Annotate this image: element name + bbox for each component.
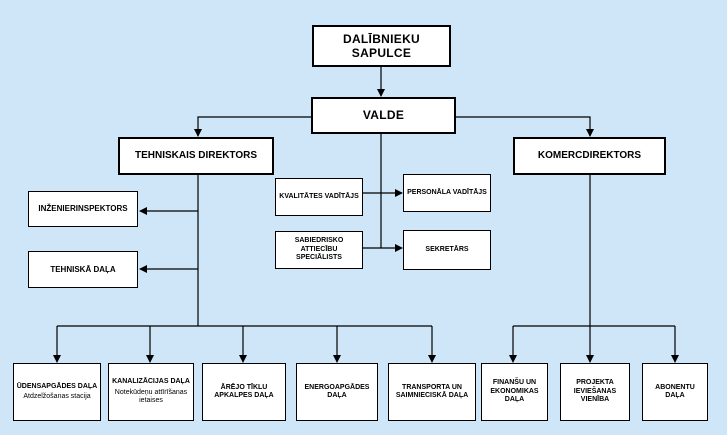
node-transport: TRANSPORTA UN SAIMNIECISKĀ DAĻA [388,363,476,421]
node-commercial-director: KOMERCDIREKTORS [513,137,666,175]
node-technical-dept-label: TEHNISKĀ DAĻA [50,264,116,274]
node-finance-label: FINANŠU UN EKONOMIKAS DAĻA [490,379,539,404]
node-quality: KVALITĀTES VADĪTĀJS [275,178,363,216]
node-external-networks-label: ĀRĒJO TĪKLU APKALPES DAĻA [214,383,274,399]
node-public-relations: SABIEDRISKO ATTIECĪBU SPECIĀLISTS [275,231,363,269]
node-secretary-label: SEKRETĀRS [425,245,469,253]
edge-board-tech-director [194,116,311,137]
node-project-unit: PROJEKTA IEVIEŠANAS VIENĪBA [560,363,630,421]
node-engineer-inspector: INŽENIERINSPEKTORS [28,191,138,227]
node-project-unit-label: PROJEKTA IEVIEŠANAS VIENĪBA [573,379,617,404]
node-board: VALDE [311,97,456,134]
node-transport-label: TRANSPORTA UN SAIMNIECISKĀ DAĻA [395,383,469,399]
node-tech-director-label: TEHNISKAIS DIREKTORS [134,150,258,161]
node-personnel-label: PERSONĀLA VADĪTĀJS [407,188,487,196]
node-water-supply: ŪDENSAPGĀDES DAĻA Atdzelžošanas stacija [13,363,101,421]
node-finance: FINANŠU UN EKONOMIKAS DAĻA [481,363,548,421]
node-tech-director: TEHNISKAIS DIREKTORS [118,137,274,175]
node-technical-dept: TEHNISKĀ DAĻA [28,251,138,288]
node-secretary: SEKRETĀRS [403,230,491,270]
node-sewerage-sub: Notekūdeņu attīrīšanas ietaises [114,388,188,405]
node-meeting-label: DALĪBNIEKU SAPULCE [343,31,420,60]
node-water-supply-sub: Atdzelžošanas stacija [23,393,91,400]
edge-board-commercial-director [456,116,594,137]
node-meeting: DALĪBNIEKU SAPULCE [312,25,451,67]
node-personnel: PERSONĀLA VADĪTĀJS [403,174,491,212]
node-subscribers-label: ABONENTU DAĻA [655,383,695,399]
node-water-supply-label: ŪDENSAPGĀDES DAĻA [16,382,98,390]
node-quality-label: KVALITĀTES VADĪTĀJS [279,192,359,200]
node-subscribers: ABONENTU DAĻA [642,363,708,421]
node-public-relations-label: SABIEDRISKO ATTIECĪBU SPECIĀLISTS [294,237,344,262]
node-engineer-inspector-label: INŽENIERINSPEKTORS [38,204,128,214]
node-energy-supply: ENERGOAPGĀDES DAĻA [296,363,378,421]
node-sewerage-label: KANALIZĀCIJAS DAĻA [112,378,190,386]
node-energy-supply-label: ENERGOAPGĀDES DAĻA [304,383,370,399]
node-sewerage: KANALIZĀCIJAS DAĻA Notekūdeņu attīrīšana… [108,363,194,421]
node-board-label: VALDE [362,108,405,123]
node-external-networks: ĀRĒJO TĪKLU APKALPES DAĻA [202,363,286,421]
node-commercial-director-label: KOMERCDIREKTORS [537,150,642,161]
